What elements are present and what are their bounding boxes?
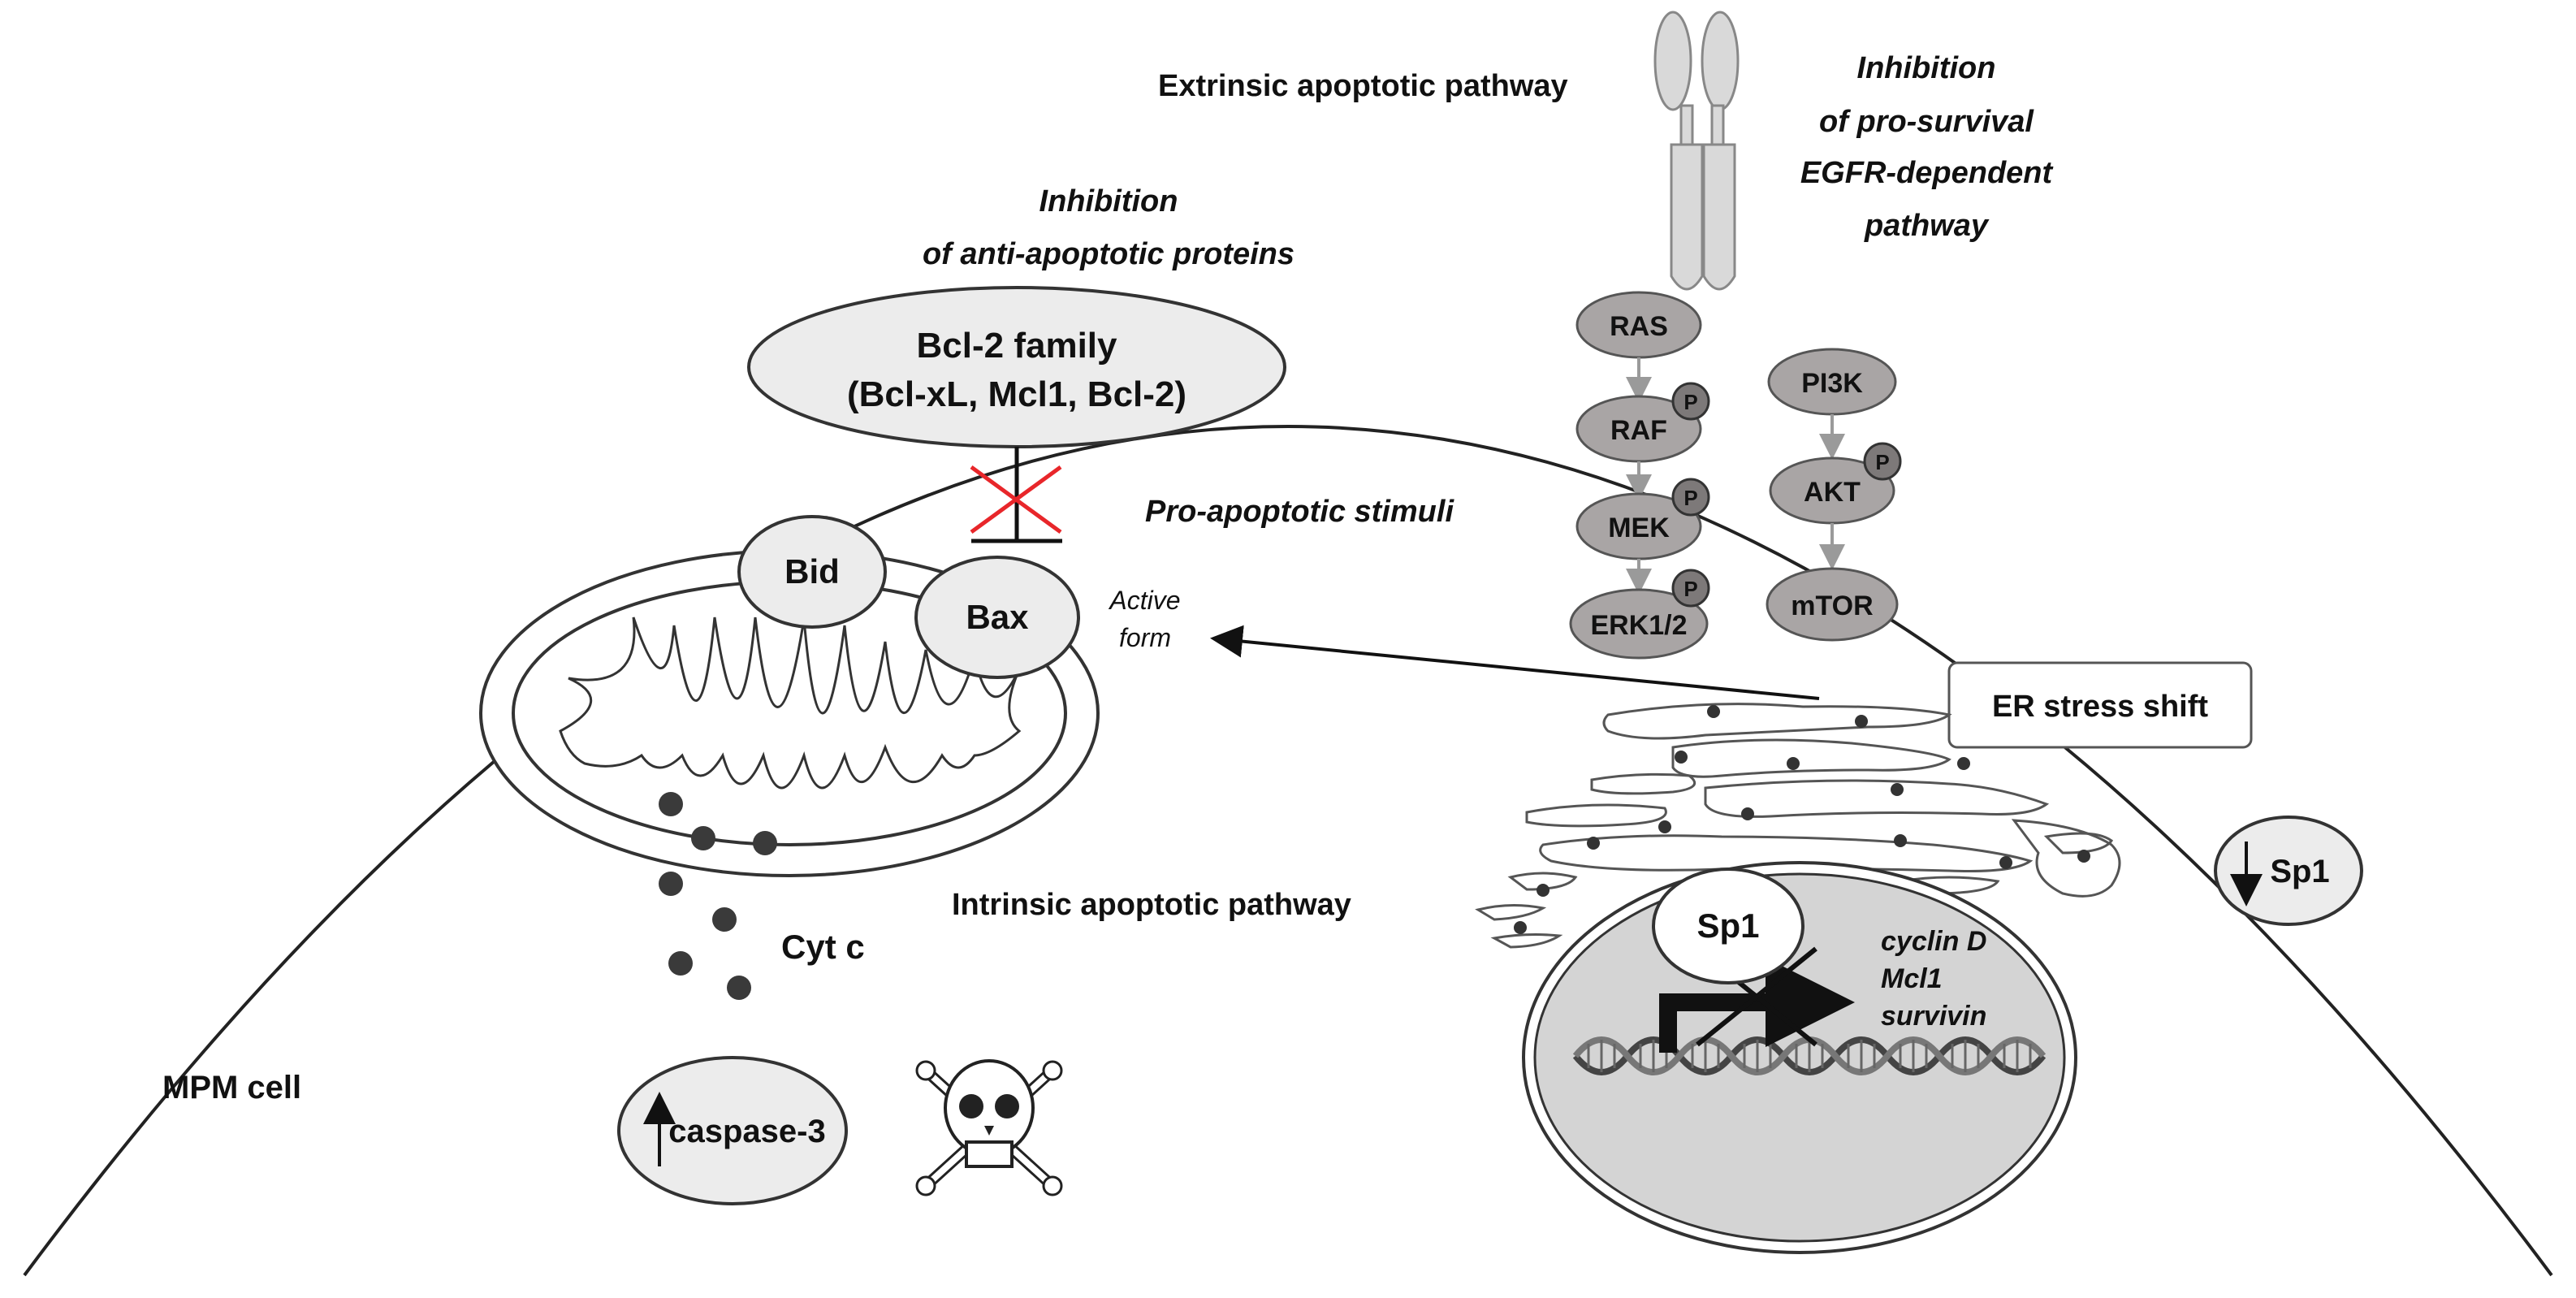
erk-label: ERK1/2 [1590, 610, 1687, 641]
sp1-nucleus-node: Sp1 [1652, 867, 1804, 984]
bax-label: Bax [966, 598, 1029, 636]
dna-helix-icon [1572, 1036, 2047, 1075]
bcl2-label-line1: Bcl-2 family [917, 326, 1118, 366]
antiapoptotic-label-line2: of anti-apoptotic proteins [923, 237, 1294, 271]
egfr-label-line1: Inhibition [1857, 51, 1996, 85]
bax-node: Bax [914, 556, 1080, 679]
raf-node: RAF P [1575, 382, 1710, 463]
sp1-side-node: Sp1 [2214, 816, 2363, 926]
pi3k-label: PI3K [1801, 368, 1863, 399]
mpm-cell-label: MPM cell [162, 1070, 301, 1105]
pi3k-node: PI3K [1767, 348, 1897, 416]
er-stress-label: ER stress shift [1992, 690, 2208, 724]
bcl2-family-node: Bcl-2 family (Bcl-xL, Mcl1, Bcl-2) [747, 286, 1286, 448]
egfr-label-line3: EGFR-dependent [1800, 156, 2054, 190]
egfr-label-line2: of pro-survival [1819, 105, 2034, 139]
cell-membrane [23, 425, 2553, 1277]
ras-label: RAS [1610, 311, 1668, 342]
raf-label: RAF [1610, 415, 1667, 446]
intrinsic-pathway-label: Intrinsic apoptotic pathway [952, 888, 1351, 922]
mek-phospho-label: P [1683, 486, 1697, 510]
active-form-line1: Active [1108, 586, 1180, 615]
mtor-label: mTOR [1791, 591, 1873, 621]
endoplasmic-reticulum-icon [1475, 703, 2121, 949]
er-stress-box: ER stress shift [1947, 661, 2253, 749]
er-to-bax-arrow [1210, 625, 1820, 700]
akt-label: AKT [1804, 477, 1861, 508]
mek-label: MEK [1608, 513, 1670, 543]
cytochrome-c-dots [659, 792, 777, 1000]
cytc-label: Cyt c [781, 928, 865, 966]
gene-cyclin-d: cyclin D [1881, 926, 1986, 957]
active-form-line2: form [1119, 623, 1171, 652]
ras-node: RAS [1575, 291, 1702, 359]
egfr-receptor-icon [1653, 11, 1740, 291]
raf-phospho-label: P [1683, 390, 1697, 414]
bcl2-label-line2: (Bcl-xL, Mcl1, Bcl-2) [847, 374, 1186, 414]
nucleus [1522, 861, 2077, 1254]
extrinsic-pathway-label: Extrinsic apoptotic pathway [1158, 69, 1568, 103]
akt-node: AKT P [1769, 442, 1902, 525]
skull-crossbones-icon [915, 1059, 1063, 1196]
bid-node: Bid [737, 515, 887, 629]
gene-mcl1: Mcl1 [1881, 963, 1943, 994]
pro-apoptotic-label: Pro-apoptotic stimuli [1145, 495, 1454, 529]
erk-phospho-label: P [1683, 577, 1697, 601]
ribosome-dots [1514, 705, 2090, 934]
inhibition-block [970, 447, 1062, 543]
sp1-nucleus-label: Sp1 [1696, 906, 1759, 945]
erk-node: ERK1/2 P [1569, 569, 1710, 660]
transcription-arrow [1659, 958, 1855, 1053]
gene-survivin: survivin [1881, 1001, 1986, 1032]
akt-phospho-label: P [1875, 450, 1889, 474]
antiapoptotic-label-line1: Inhibition [1039, 184, 1178, 218]
egfr-label-line4: pathway [1864, 209, 1990, 243]
caspase3-label: caspase-3 [668, 1114, 825, 1149]
sp1-side-label: Sp1 [2270, 854, 2329, 889]
bid-label: Bid [784, 552, 840, 591]
caspase3-node: caspase-3 [617, 1056, 848, 1205]
mtor-node: mTOR [1766, 567, 1899, 642]
mek-node: MEK P [1575, 478, 1710, 560]
